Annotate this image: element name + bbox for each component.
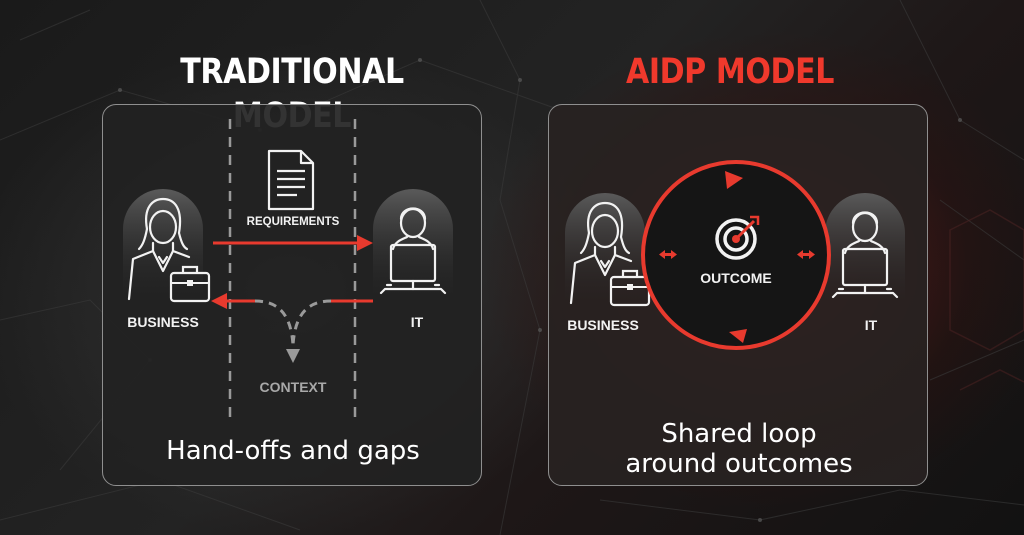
dashed-context-arrow <box>254 299 332 346</box>
it-worker-icon <box>373 189 453 299</box>
aidp-caption-line2: around outcomes <box>625 449 853 479</box>
document-icon <box>267 149 315 211</box>
briefcase-icon <box>169 265 211 303</box>
business-label: BUSINESS <box>127 314 199 330</box>
traditional-model-panel: REQUIREMENTS BUSINESS IT CONTEXT Hand-of… <box>102 104 482 486</box>
aidp-model-heading: AIDP MODEL <box>625 52 834 92</box>
requirements-arrow <box>213 235 373 251</box>
businesswoman-icon <box>565 193 645 305</box>
double-arrow-left <box>659 250 677 259</box>
aidp-model-panel: OUTCOME BUSINESS IT Shared loop around o… <box>548 104 928 486</box>
traditional-caption: Hand-offs and gaps <box>166 436 420 466</box>
loop-circle <box>641 160 831 350</box>
business-label: BUSINESS <box>567 317 639 333</box>
double-arrow-right <box>797 250 815 259</box>
aidp-caption-line1: Shared loop <box>661 419 817 449</box>
traditional-model-heading: TRADITIONAL MODEL <box>180 52 404 136</box>
requirements-label: REQUIREMENTS <box>246 216 340 228</box>
aidp-diagram <box>565 160 905 350</box>
it-label: IT <box>410 314 424 330</box>
context-arrowhead <box>286 349 300 363</box>
context-label: CONTEXT <box>259 379 327 395</box>
traditional-diagram <box>123 119 453 423</box>
return-arrow <box>211 293 373 309</box>
it-label: IT <box>864 317 878 333</box>
it-worker-icon <box>825 193 905 303</box>
target-icon <box>715 215 760 260</box>
outcome-label: OUTCOME <box>700 270 772 286</box>
